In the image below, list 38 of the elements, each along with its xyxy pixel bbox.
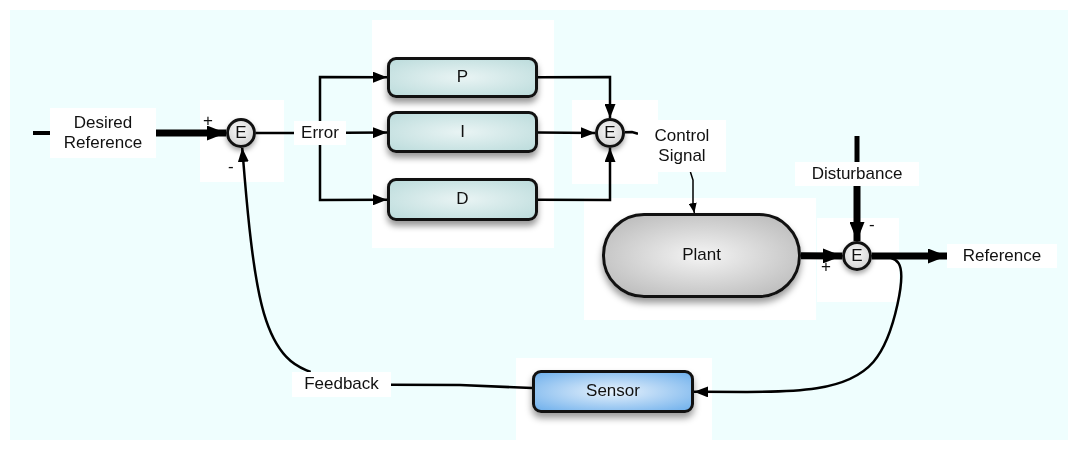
junction-label: E <box>851 245 863 267</box>
controller-box <box>387 111 538 153</box>
arrow <box>538 148 616 202</box>
arrow <box>849 186 865 241</box>
box-label: P <box>456 67 469 88</box>
arrow <box>318 71 387 121</box>
arrow <box>318 145 387 206</box>
sign-label: - <box>869 216 875 233</box>
box-label: I <box>460 121 465 143</box>
box-label: D <box>456 189 469 210</box>
arrow <box>688 171 697 214</box>
signal-label: Desired Reference <box>50 108 156 158</box>
junction-label: E <box>235 122 247 144</box>
signal-label: Error <box>294 121 346 145</box>
arrow <box>538 75 616 118</box>
arrow <box>538 127 595 139</box>
sign-label: + <box>821 258 831 275</box>
controller-box <box>387 178 538 221</box>
arrow <box>237 147 312 374</box>
box-label: Sensor <box>586 381 640 402</box>
connector-line <box>624 130 639 135</box>
plant-box <box>602 213 801 298</box>
sign-label: + <box>203 112 213 129</box>
arrow <box>801 248 842 264</box>
box-label: Plant <box>682 245 721 266</box>
signal-label: Disturbance <box>795 162 919 186</box>
signal-label: Feedback <box>292 372 391 397</box>
signal-label: Control Signal <box>638 120 726 172</box>
junction-label: E <box>604 122 616 144</box>
sign-label: - <box>228 158 234 175</box>
connector-line <box>391 383 533 390</box>
arrow <box>156 125 226 141</box>
controller-box <box>387 57 538 98</box>
sensor-box <box>532 370 694 413</box>
arrow <box>346 127 387 139</box>
signal-label: Reference <box>947 244 1057 268</box>
connector-line <box>256 131 294 135</box>
arrow <box>872 248 947 264</box>
